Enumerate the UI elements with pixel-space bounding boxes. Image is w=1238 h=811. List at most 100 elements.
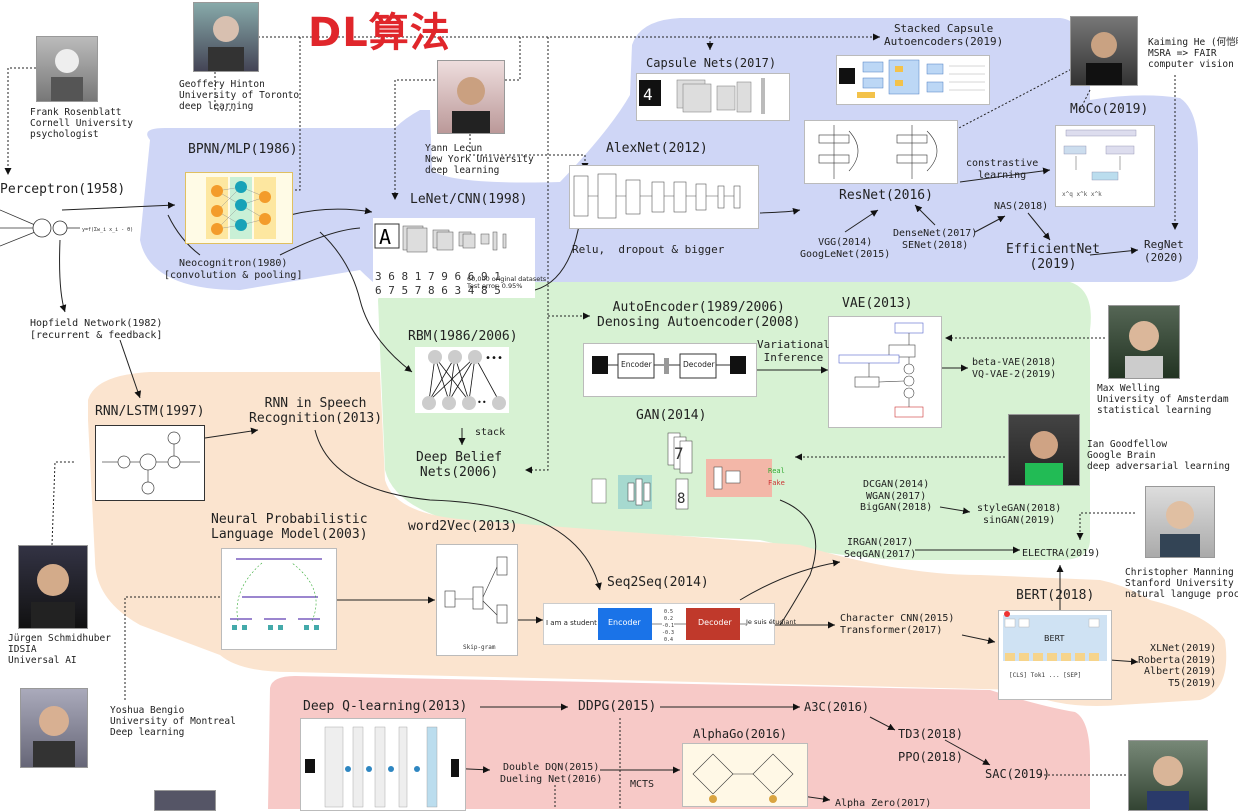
perceptron-node: Perceptron(1958) <box>0 182 126 197</box>
regnet-node: RegNet (2020) <box>1144 238 1184 264</box>
welling-label: Max Welling University of Amsterdam stat… <box>1097 383 1229 416</box>
svg-text:Fake: Fake <box>768 479 785 487</box>
decoder-label: Decoder <box>698 618 732 627</box>
vae-node: VAE(2013) <box>842 296 913 311</box>
alexnet-node: AlexNet(2012) <box>606 141 708 156</box>
lecun-photo <box>437 60 505 134</box>
bert-figure: [CLS] Tok1 ... [SEP] <box>998 610 1112 700</box>
word2vec-figure: Skip-gram <box>436 544 518 656</box>
nplm-figure <box>221 548 337 650</box>
stylegan-node: styleGAN(2018) sinGAN(2019) <box>977 503 1062 526</box>
double-dqn-node: Double DQN(2015) Dueling Net(2016) <box>500 762 603 785</box>
svg-text:0.2: 0.2 <box>664 616 673 622</box>
capsule-figure: 4 <box>636 73 790 121</box>
bpnn-node: BPNN/MLP(1986) <box>188 142 298 157</box>
irgan-node: IRGAN(2017) SeqGAN(2017) <box>844 537 917 560</box>
word2vec-node: word2Vec(2013) <box>408 519 518 534</box>
moco-node: MoCo(2019) <box>1070 102 1149 117</box>
svg-text:-0.3: -0.3 <box>662 630 674 636</box>
ae-decoder-label: Decoder <box>683 360 715 369</box>
svg-text:8: 8 <box>677 491 685 507</box>
nplm-node: Neural Probabilistic Language Model(2003… <box>211 512 368 542</box>
lstm-figure <box>95 425 205 501</box>
dbn-node: Deep Belief Nets(2006) <box>416 450 503 480</box>
hinton-photo <box>193 2 259 72</box>
hopfield-node: Hopfield Network(1982) [recurrent & feed… <box>30 318 163 341</box>
lecun-label: Yann Lecun New York University deep lear… <box>425 143 534 176</box>
schmidhuber-label: Jürgen Schmidhuber IDSIA Universal AI <box>8 633 111 666</box>
densenet-node: DenseNet(2017) SENet(2018) <box>893 228 978 251</box>
stack-node: stack <box>475 427 506 438</box>
svg-text:••: •• <box>477 398 487 407</box>
alphago-figure <box>682 743 808 807</box>
lenet-node: LeNet/CNN(1998) <box>410 192 528 207</box>
dqn-node: Deep Q-learning(2013) <box>303 699 468 714</box>
capsule-node: Capsule Nets(2017) <box>646 56 777 70</box>
he-label: Kaiming He (何恺明 MSRA => FAIR computer vi… <box>1148 37 1238 70</box>
stacked-capsule-node: Stacked Capsule Autoencoders(2019) <box>884 22 1004 48</box>
stacked-capsule-figure <box>836 55 990 105</box>
bottom-person-photo <box>154 790 216 811</box>
svg-text:-0.1: -0.1 <box>662 623 674 629</box>
lenet-caption: 60,000 original datasets Test error: 0.9… <box>467 275 547 291</box>
rbm-figure: ••••• <box>415 347 509 413</box>
vgg-node: VGG(2014) GoogLeNet(2015) <box>800 237 891 260</box>
svg-text:Real: Real <box>768 467 785 475</box>
td3-node: TD3(2018) <box>898 727 964 741</box>
charcnn-node: Character CNN(2015) Transformer(2017) <box>840 613 955 636</box>
enc-input-label: I am a student <box>546 619 597 627</box>
mcts-node: MCTS <box>630 779 655 790</box>
svg-text:•••: ••• <box>485 353 503 364</box>
electra-node: ELECTRA(2019) <box>1022 548 1101 559</box>
nlp-region <box>88 372 1227 706</box>
gan-node: GAN(2014) <box>636 408 707 423</box>
rnn-lstm-node: RNN/LSTM(1997) <box>95 404 205 419</box>
manning-label: Christopher Manning Stanford University … <box>1125 567 1238 600</box>
svg-text:6 7 5 7 8 6 3 4 8 5: 6 7 5 7 8 6 3 4 8 5 <box>375 284 501 297</box>
autoencoder-node: AutoEncoder(1989/2006) Denosing Autoenco… <box>597 300 801 330</box>
vae-figure <box>828 316 942 428</box>
resnet-figure <box>804 120 958 184</box>
dcgan-node: DCGAN(2014) WGAN(2017) BigGAN(2018) <box>860 479 933 513</box>
ppo-node: PPO(2018) <box>898 750 964 764</box>
svg-text:Skip-gram: Skip-gram <box>463 644 496 651</box>
bengio-label: Yoshua Bengio University of Montreal Dee… <box>110 705 236 738</box>
svg-text:A: A <box>379 225 391 249</box>
variational-node: Variational Inference <box>757 338 830 364</box>
encoder-label: Encoder <box>608 618 641 627</box>
dqn-figure <box>300 718 466 811</box>
hinton-label: Geoffery Hinton University of Toronto de… <box>179 79 300 112</box>
resnet-node: ResNet(2016) <box>839 188 933 203</box>
contrastive-node: constrastive learning <box>966 158 1039 181</box>
efficientnet-node: EfficientNet (2019) <box>1006 242 1100 272</box>
rosenblatt-photo <box>36 36 98 102</box>
rosenblatt-label: Frank Rosenblatt Cornell University psyc… <box>30 107 133 140</box>
svg-text:4: 4 <box>643 85 653 104</box>
svg-text:x^q x^k x^k: x^q x^k x^k <box>1062 191 1102 198</box>
moco-figure: x^q x^k x^k <box>1055 125 1155 207</box>
svg-text:0.5: 0.5 <box>664 609 673 615</box>
sac-node: SAC(2019) <box>985 767 1051 781</box>
autoencoder-figure <box>583 343 757 397</box>
seq2seq-node: Seq2Seq(2014) <box>607 575 709 590</box>
bengio-photo <box>20 688 88 768</box>
alphazero-node: Alpha Zero(2017) <box>835 798 932 809</box>
a3c-node: A3C(2016) <box>804 700 870 714</box>
ae-encoder-label: Encoder <box>621 360 652 369</box>
relu-node: Relu, dropout & bigger <box>572 243 725 256</box>
page-title: DL算法 <box>308 10 451 56</box>
svg-text:0.4: 0.4 <box>664 637 673 643</box>
goodfellow-label: Ian Goodfellow Google Brain deep adversa… <box>1087 439 1230 472</box>
svg-text:7: 7 <box>674 444 684 463</box>
rl-region <box>268 676 1090 809</box>
rnn-speech-node: RNN in Speech Recognition(2013) <box>249 396 383 426</box>
beta-vae-node: beta-VAE(2018) VQ-VAE-2(2019) <box>972 357 1057 380</box>
bert-node: BERT(2018) <box>1016 588 1095 603</box>
dec-output-label: Je suis étudiant <box>746 618 796 626</box>
sac-person-photo <box>1128 740 1208 811</box>
nas-node: NAS(2018) <box>994 201 1049 212</box>
manning-photo <box>1145 486 1215 558</box>
